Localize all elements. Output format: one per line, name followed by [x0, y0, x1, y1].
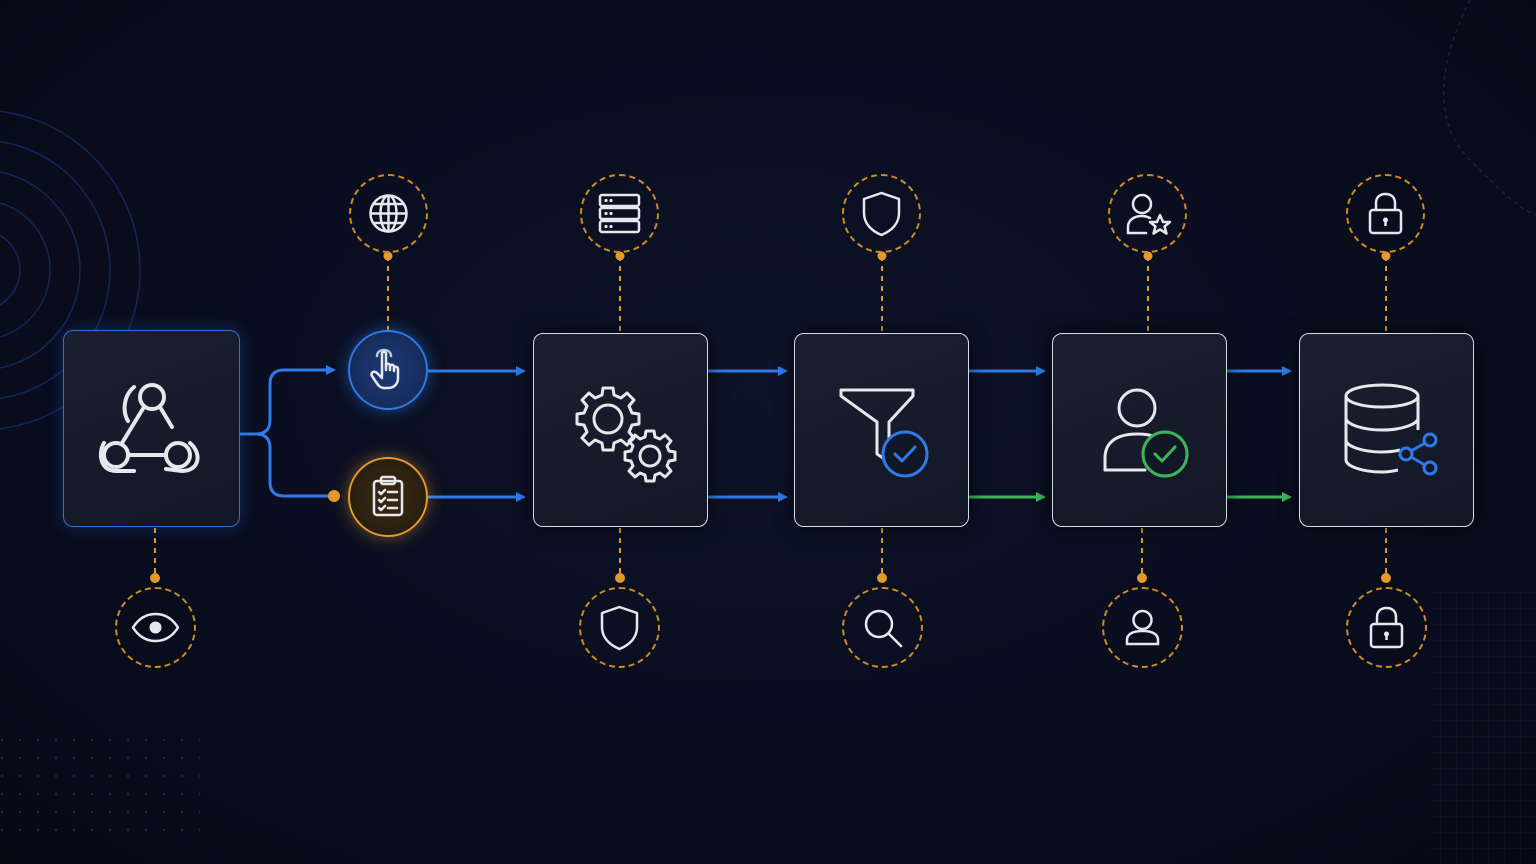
connector-dots — [150, 251, 1391, 583]
server-icon — [598, 193, 641, 234]
shield-icon — [600, 605, 639, 651]
branch-connector — [240, 365, 336, 498]
ring-search[interactable] — [842, 587, 923, 668]
hand-pointer-icon — [370, 348, 400, 390]
ring-shield-top[interactable] — [842, 174, 921, 253]
database-share-icon — [1344, 383, 1438, 476]
node-database[interactable] — [1299, 333, 1474, 527]
webhook-icon — [98, 383, 200, 474]
user-icon — [1125, 609, 1160, 646]
ring-user-star[interactable] — [1108, 174, 1187, 253]
lock-icon — [1369, 606, 1404, 649]
button-checklist[interactable] — [348, 457, 428, 537]
ring-shield-bottom[interactable] — [579, 587, 660, 668]
filter-check-icon — [839, 388, 929, 478]
node-process[interactable] — [533, 333, 708, 527]
shield-icon — [862, 191, 901, 237]
vertical-connectors — [154, 256, 1387, 578]
flow-arrows — [428, 366, 1292, 502]
clipboard-checklist-icon — [372, 475, 404, 517]
ring-eye[interactable] — [115, 587, 196, 668]
decorative-curve — [1443, 0, 1536, 216]
node-webhook[interactable] — [63, 330, 240, 527]
eye-icon — [131, 612, 180, 643]
decorative-grid — [1430, 590, 1536, 864]
node-user-verify[interactable] — [1052, 333, 1227, 527]
gears-icon — [575, 386, 677, 483]
globe-icon — [369, 194, 408, 233]
ring-globe[interactable] — [349, 174, 428, 253]
user-star-icon — [1126, 193, 1172, 235]
ring-lock-bottom[interactable] — [1346, 587, 1427, 668]
button-hand-pointer[interactable] — [348, 330, 428, 410]
ring-user[interactable] — [1102, 587, 1183, 668]
node-filter[interactable] — [794, 333, 969, 527]
ring-lock-top[interactable] — [1346, 174, 1425, 253]
decorative-arcs — [0, 110, 141, 430]
ring-server[interactable] — [580, 174, 659, 253]
branch-dot — [328, 490, 340, 502]
user-check-icon — [1103, 388, 1189, 478]
decorative-dots — [0, 725, 200, 845]
search-icon — [864, 609, 903, 648]
lock-icon — [1368, 192, 1403, 235]
